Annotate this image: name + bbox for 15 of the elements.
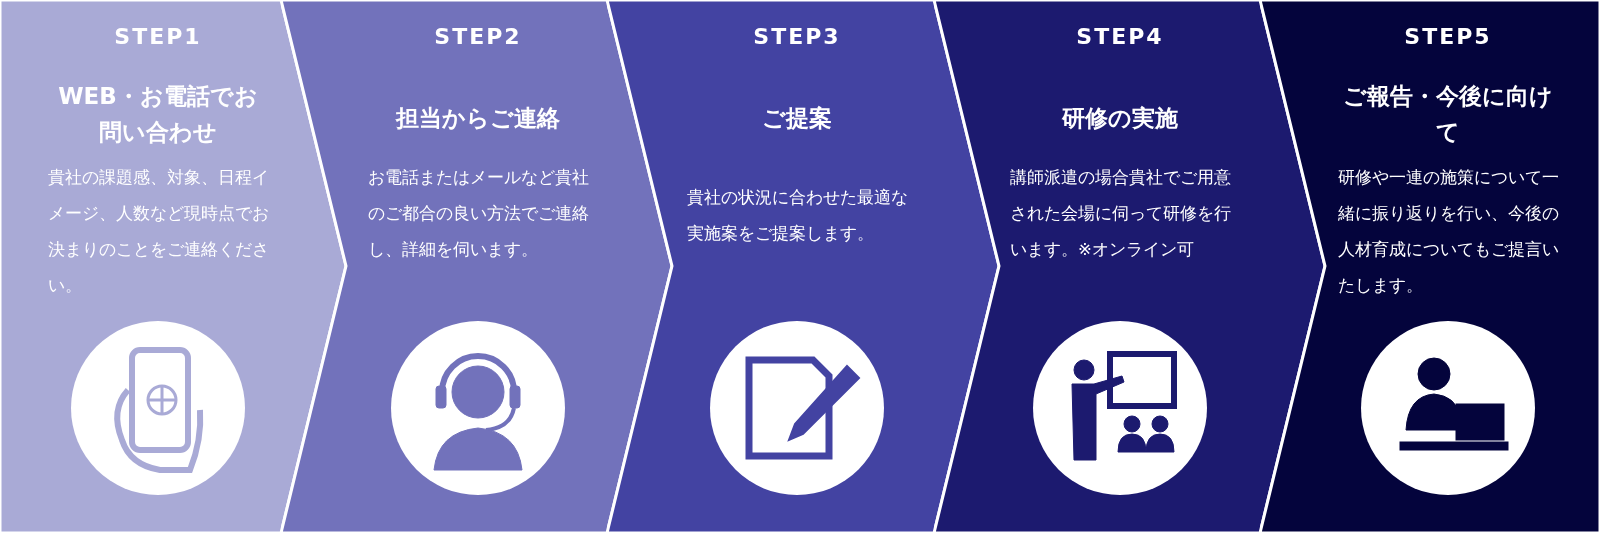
- step-title: 担当からご連絡: [394, 104, 561, 133]
- step-title: ご報告・今後に向けて: [1342, 82, 1554, 147]
- step-description: 研修や一連の施策について一緒に振り返りを行い、今後の人材育成についてもご提言いたします。: [1338, 167, 1560, 297]
- step-title: WEB・お電話でお問い合わせ: [57, 82, 259, 147]
- step-label: STEP5: [1403, 24, 1493, 49]
- step-label: STEP1: [113, 24, 203, 49]
- step-description: お電話またはメールなど貴社のご都合の良い方法でご連絡し、詳細を伺います。: [368, 167, 590, 261]
- step-title: ご提案: [761, 104, 833, 133]
- step-description: 貴社の課題感、対象、日程イメージ、人数など現時点でお決まりのことをご連絡ください。: [48, 167, 270, 297]
- step-label: STEP3: [752, 24, 842, 49]
- step-title: 研修の実施: [1061, 104, 1179, 133]
- step-label: STEP2: [433, 24, 523, 49]
- step-label: STEP4: [1075, 24, 1165, 49]
- step-description: 講師派遣の場合貴社でご用意された会場に伺って研修を行います。※オンライン可: [1010, 167, 1232, 261]
- step-description: 貴社の状況に合わせた最適な実施案をご提案します。: [687, 187, 909, 245]
